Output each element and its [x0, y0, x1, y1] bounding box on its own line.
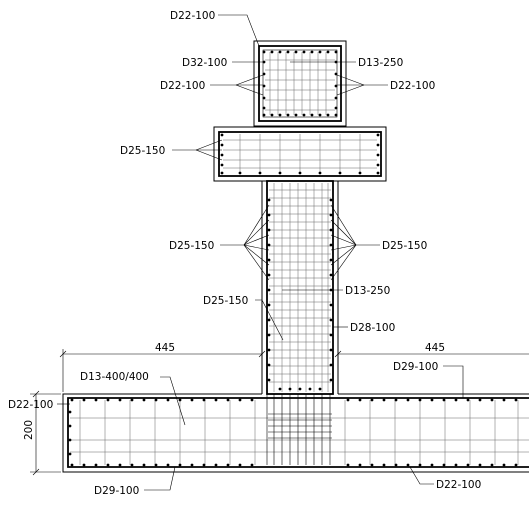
label-d13-top: D13-250	[358, 57, 403, 69]
cap-bar-dots	[220, 133, 380, 175]
top-beam-horizontal-bars	[265, 59, 335, 111]
footing-vertical-bars	[79, 400, 519, 465]
footing-top-bar-dots	[70, 398, 518, 402]
top-beam	[253, 40, 347, 127]
dim-left-445: 445	[155, 342, 175, 354]
label-d29-top: D29-100	[393, 361, 438, 373]
column	[261, 180, 339, 395]
dim-right-445: 445	[425, 342, 445, 354]
top-beam-bar-dots	[262, 50, 338, 117]
column-bar-dots	[267, 198, 333, 391]
label-d22-right: D22-100	[390, 80, 435, 92]
cap-block	[213, 126, 387, 182]
label-d22-bottom: D22-100	[436, 479, 481, 491]
label-top-d22: D22-100	[170, 10, 215, 22]
label-d25-col-left: D25-150	[169, 240, 214, 252]
label-d22-base-left: D22-100	[8, 399, 53, 411]
label-d13-mid: D13-250	[345, 285, 390, 297]
footing-horizontal-bars	[70, 417, 529, 453]
label-d32: D32-100	[182, 57, 227, 69]
top-beam-vertical-bars	[269, 52, 327, 115]
leader-lines	[57, 14, 464, 491]
column-ties	[269, 189, 331, 383]
column-dowels	[266, 394, 332, 465]
label-d22-left: D22-100	[160, 80, 205, 92]
label-d28: D28-100	[350, 322, 395, 334]
label-d25-cap-left: D25-150	[120, 145, 165, 157]
dimension-lines	[30, 349, 529, 476]
footing	[62, 393, 529, 473]
cap-bars	[223, 134, 377, 174]
label-d25-col-right: D25-150	[382, 240, 427, 252]
footing-bottom-bar-dots	[68, 410, 518, 467]
dim-height-200: 200	[23, 420, 35, 440]
label-d29-bottom: D29-100	[94, 485, 139, 497]
column-longitudinal-bars	[273, 183, 329, 392]
label-d13-400: D13-400/400	[80, 371, 149, 383]
label-d25-col-center: D25-150	[203, 295, 248, 307]
